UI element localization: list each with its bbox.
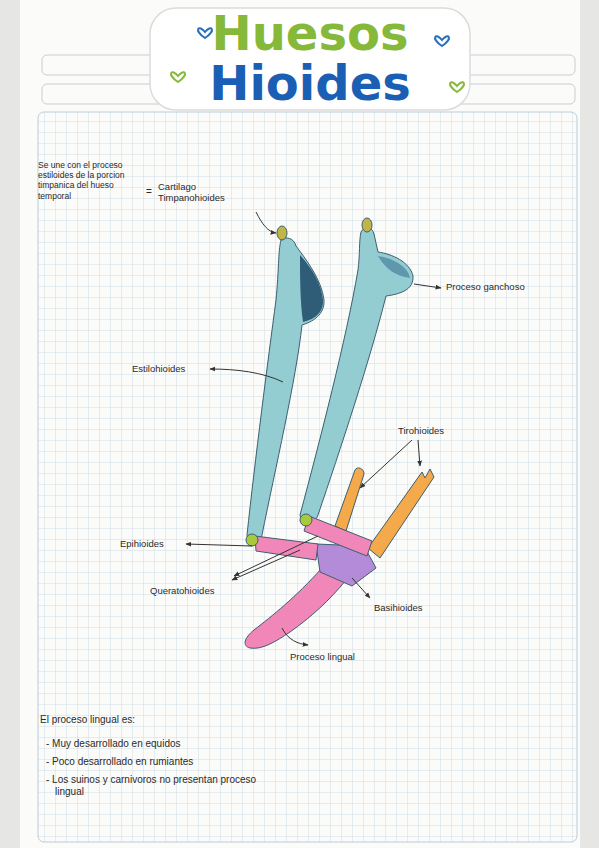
cartilage-tip [277,226,287,240]
lingual-process [245,568,346,648]
bone-shading [378,256,410,278]
thyrohyoid-bone [335,468,364,531]
leader-line [352,578,370,598]
part-label: Proceso lingual [290,651,355,662]
part-label: Cartilago Timpanohioides [158,181,250,204]
note-text: Se une con el proceso estiloides de la p… [38,160,146,201]
cartilage-tip [246,534,258,546]
ceratohyoid-bone [304,516,372,556]
leader-line [418,440,420,466]
title-sticker [150,8,470,110]
leader-line [414,284,441,288]
note-item: - Los suinos y carnivoros no presentan p… [46,774,269,798]
grid-area [38,112,577,842]
page-title: Huesos Hioides [150,8,470,108]
leader-line [360,440,412,488]
part-label: Proceso ganchoso [446,281,525,292]
leader-line [210,369,283,382]
note-item: - Poco desarrollado en rumiantes [46,756,193,768]
leader-line [232,550,300,580]
note-heading: El proceso lingual es: [40,714,135,726]
paper-page [20,0,580,848]
part-label: Epihioides [120,538,164,549]
part-label: Queratohioides [150,585,214,596]
leader-line [186,544,252,546]
cartilage-tip [362,218,372,232]
part-label: Estilohioides [132,363,185,374]
part-label: Basihioides [374,602,423,613]
equals-sign: = [146,186,152,198]
leader-line [282,628,308,645]
cartilage-tip [300,514,312,526]
part-label: Tirohioides [398,425,444,436]
bone-shading [300,255,323,322]
note-item: - Muy desarrollado en equidos [46,738,181,750]
leader-line [234,536,318,576]
leader-line [256,212,276,233]
thyrohyoid-bone [368,469,434,558]
